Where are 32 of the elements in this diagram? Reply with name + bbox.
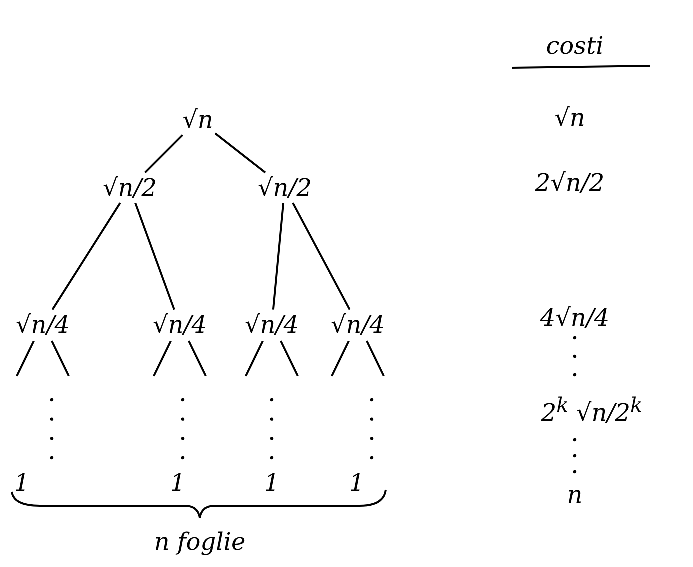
tree-branch-line <box>280 340 299 377</box>
tree-branch-line <box>52 202 122 310</box>
cost-label: 2√n/2 <box>535 170 605 196</box>
tree-branch-line <box>214 132 266 174</box>
tree-branch-line <box>144 134 184 174</box>
cost-label: n <box>567 482 583 508</box>
leaf-label: 1 <box>264 470 280 496</box>
tree-node-label: √n <box>182 106 214 134</box>
tree-node-label: √n/4 <box>330 312 386 338</box>
tree-node-label: √n/2 <box>102 174 158 202</box>
column-heading: costi <box>546 32 604 60</box>
leaf-label: 1 <box>170 470 186 496</box>
cost-label: √n <box>554 104 586 132</box>
tree-branch-line <box>16 340 35 377</box>
tree-node-label: √n/4 <box>244 312 300 338</box>
tree-branch-line <box>134 202 176 310</box>
leaf-label: 1 <box>349 470 365 496</box>
tree-node-label: √n/4 <box>16 312 70 338</box>
tree-branch-line <box>292 202 351 310</box>
tree-branch-line <box>272 203 285 310</box>
tree-branch-line <box>51 340 70 377</box>
tree-branch-line <box>153 340 172 377</box>
tree-branch-line <box>331 340 350 377</box>
brace-label: n foglie <box>154 528 246 556</box>
tree-branch-line <box>188 340 207 377</box>
tree-branch-line <box>245 340 264 377</box>
tree-node-label: √n/2 <box>258 174 312 202</box>
tree-branch-line <box>366 340 385 377</box>
cost-label: 2$^{k}$ √n/2$^{k}$ <box>541 394 643 426</box>
leaf-label: 1 <box>14 470 30 496</box>
cost-label: 4√n/4 <box>540 304 610 332</box>
tree-node-label: √n/4 <box>152 312 208 338</box>
